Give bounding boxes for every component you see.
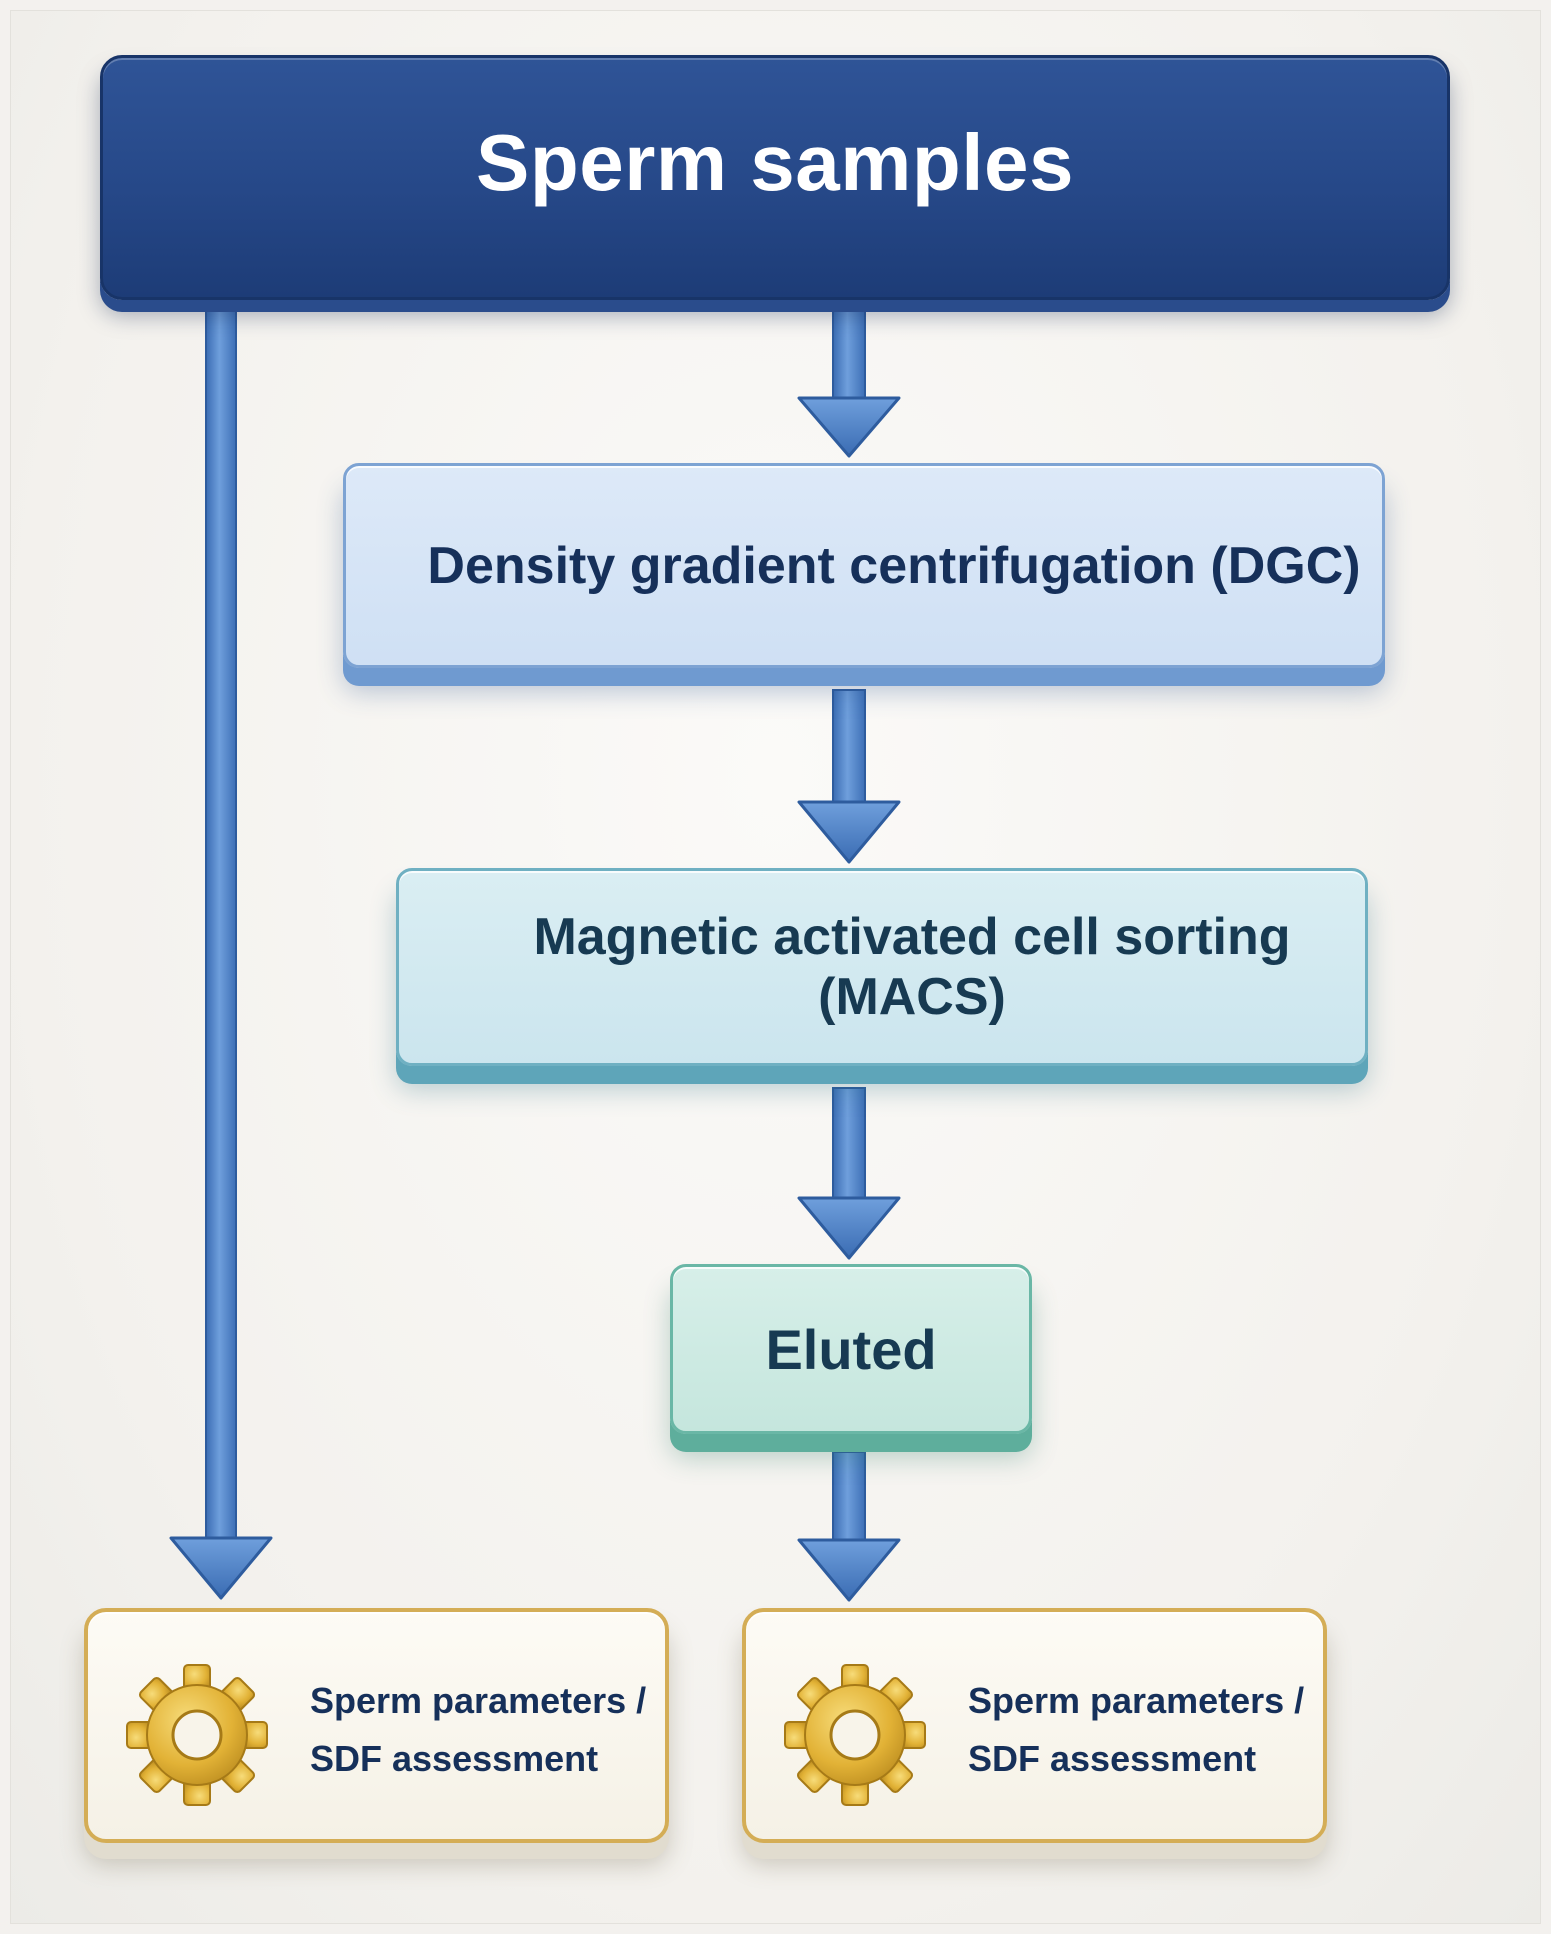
eluted-label: Eluted <box>765 1317 937 1381</box>
gear-icon <box>784 1664 926 1806</box>
assessment-label: Sperm parameters / SDF assessment <box>310 1672 655 1788</box>
assessment-box-eluted: Sperm parameters / SDF assessment <box>742 1608 1327 1843</box>
arrow-samples-to-dgc <box>797 289 901 458</box>
arrow-dgc-to-macs <box>797 689 901 864</box>
eluted-box: Eluted <box>670 1264 1032 1434</box>
assessment-label-line1: Sperm parameters / <box>310 1680 647 1721</box>
assessment-box-unprocessed: Sperm parameters / SDF assessment <box>84 1608 669 1843</box>
dgc-box: Density gradient centrifugation (DGC) <box>343 463 1385 668</box>
arrow-eluted-to-right-assessment <box>797 1451 901 1602</box>
macs-box: Magnetic activated cell sorting (MACS) <box>396 868 1368 1066</box>
arrow-macs-to-eluted <box>797 1087 901 1260</box>
gear-icon <box>126 1664 268 1806</box>
assessment-label-line2: SDF assessment <box>310 1738 599 1779</box>
assessment-label-line2: SDF assessment <box>968 1738 1257 1779</box>
sperm-samples-label: Sperm samples <box>476 117 1074 207</box>
sperm-samples-box: Sperm samples <box>100 55 1450 300</box>
assessment-label: Sperm parameters / SDF assessment <box>968 1672 1313 1788</box>
macs-label: Magnetic activated cell sorting (MACS) <box>533 908 1291 1026</box>
arrow-samples-to-left-assessment <box>169 289 273 1600</box>
assessment-label-line1: Sperm parameters / <box>968 1680 1305 1721</box>
dgc-label: Density gradient centrifugation (DGC) <box>427 536 1361 595</box>
